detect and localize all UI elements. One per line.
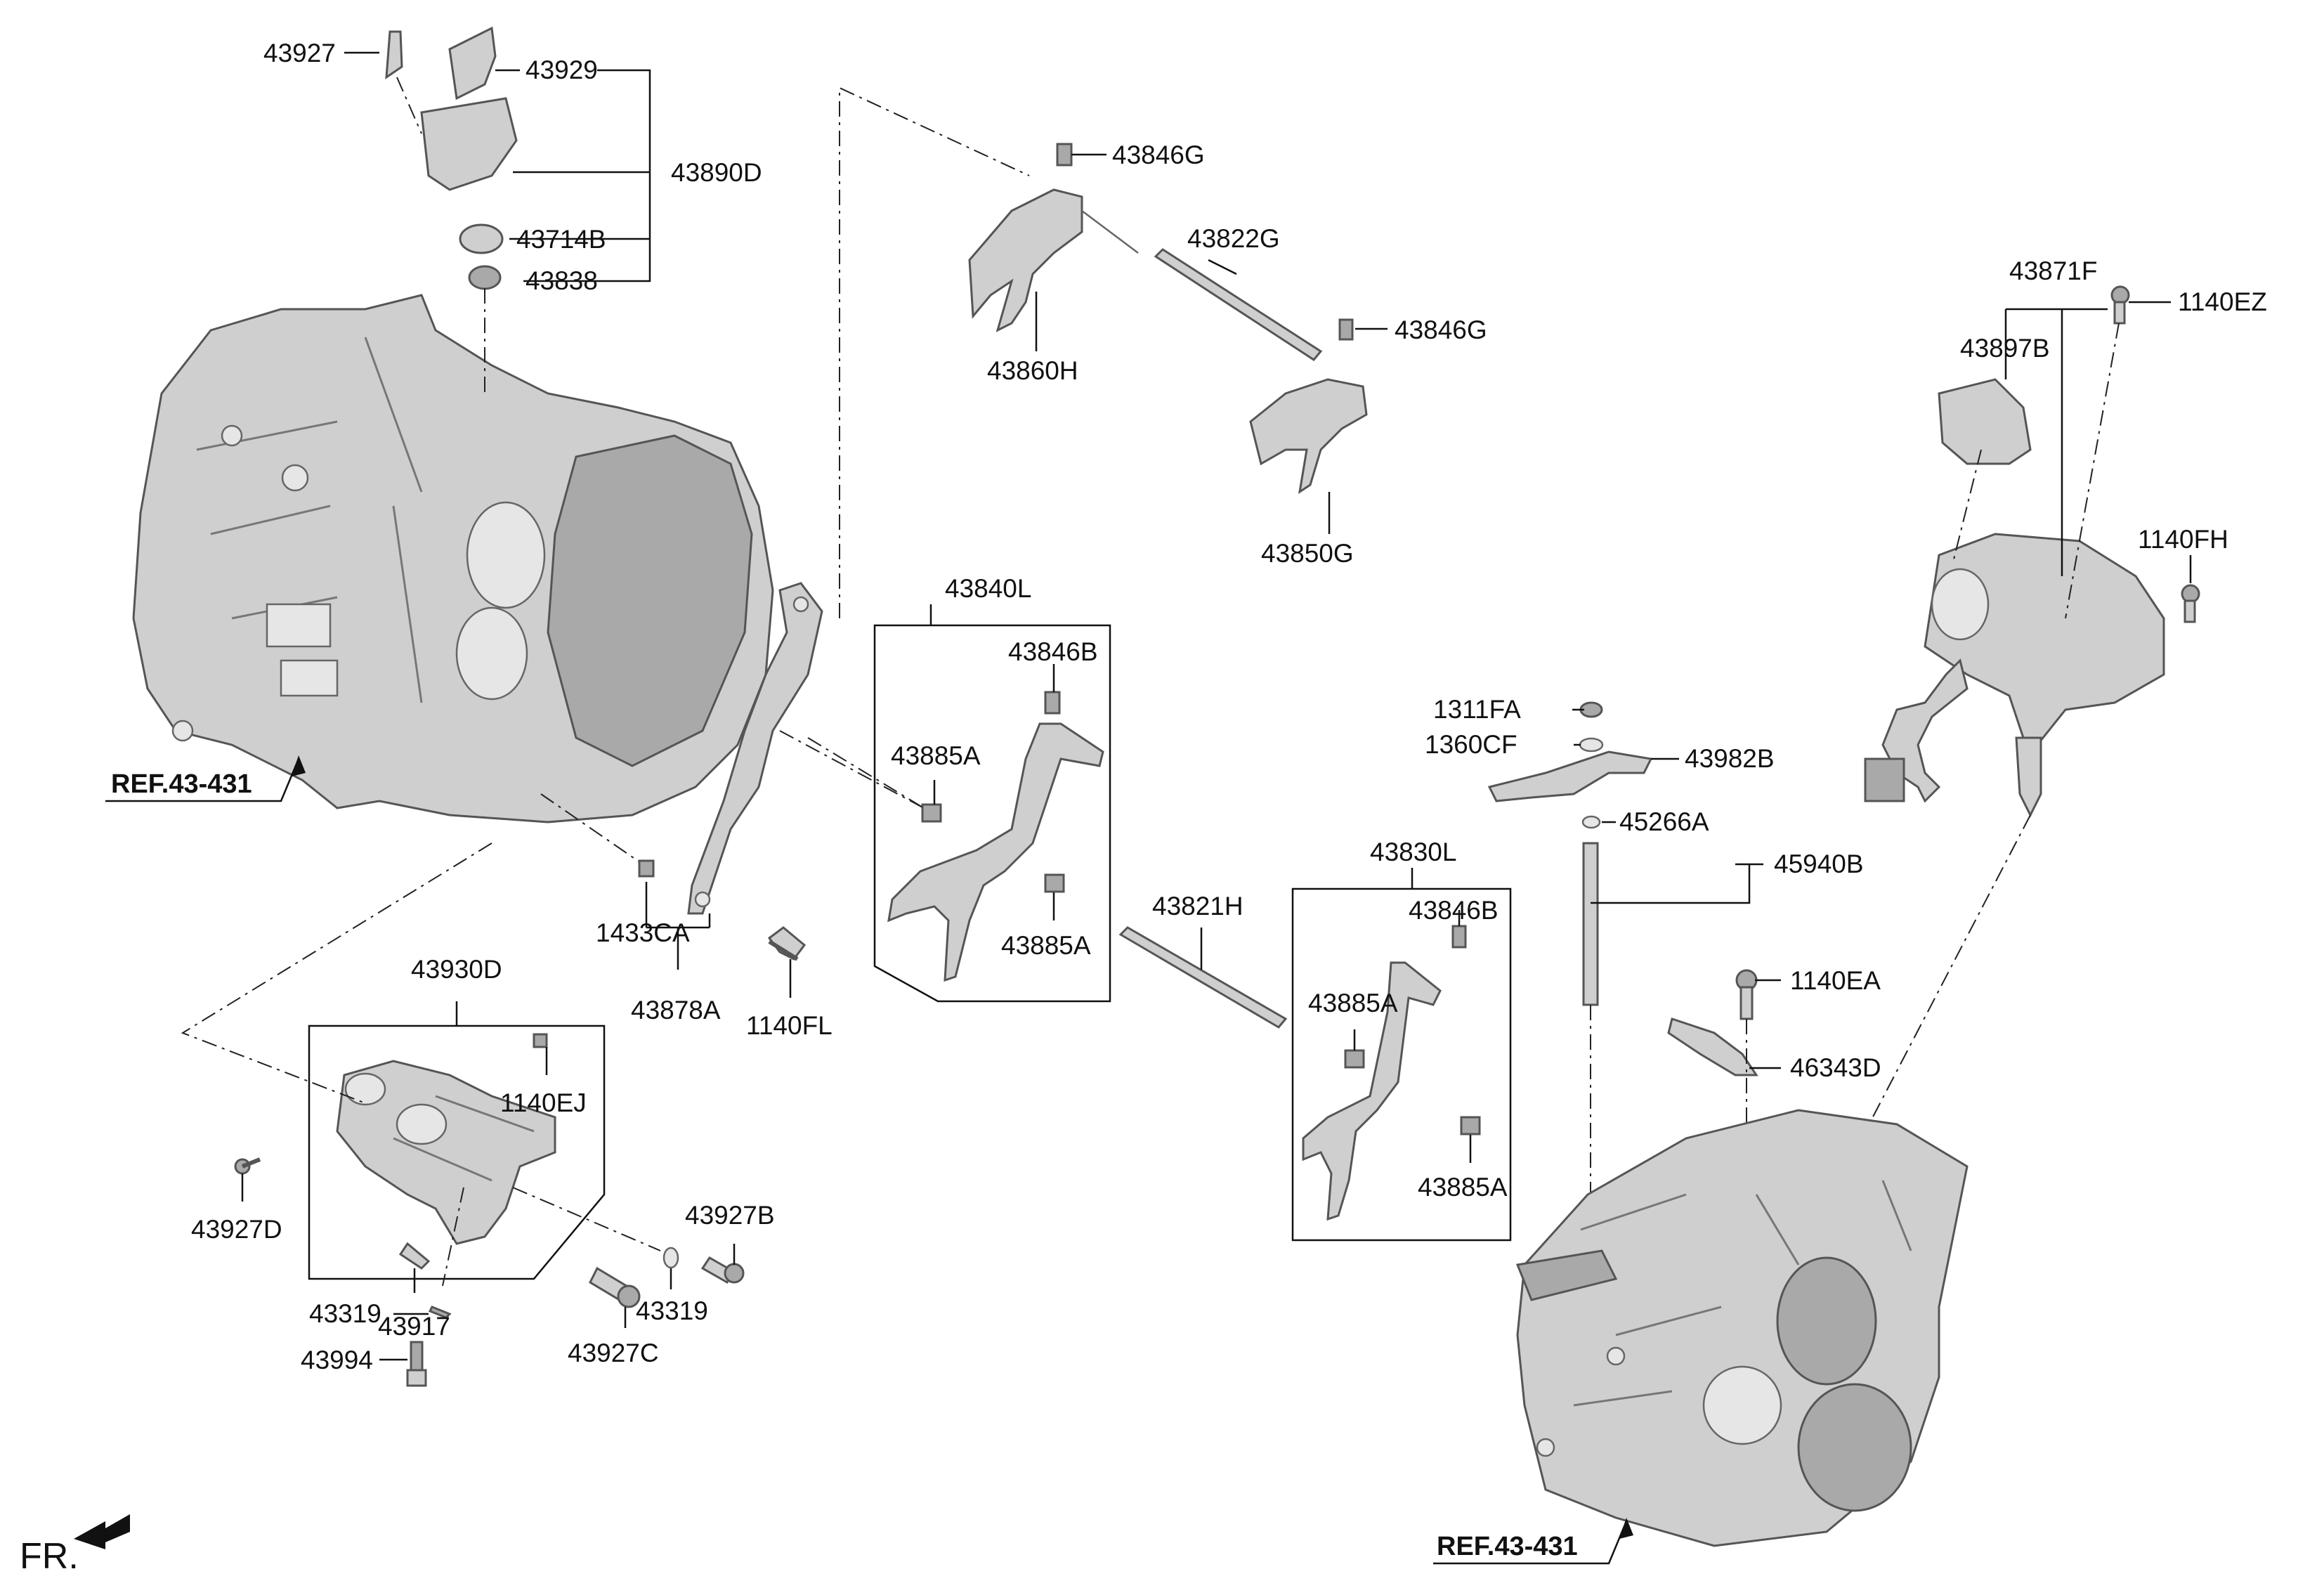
box-43830L [1291,887,1512,1242]
bolt-43917 [398,1242,431,1270]
label-43897B: 43897B [1960,334,2050,363]
transaxle-case-left [132,294,774,824]
label-1433CA: 1433CA [596,918,690,947]
shift-fork-43840L [887,691,1104,982]
reference-label-left: REF.43-431 [111,769,252,799]
part-labels: 43927 43929 43890D 43714B 43838 43846G 4… [20,39,2267,1577]
label-43930D: 43930D [411,955,502,984]
label-1140EZ: 1140EZ [2178,287,2267,316]
label-1140FH: 1140FH [2138,525,2228,554]
actuator-43871F [1864,533,2165,818]
oring-45266A [1581,815,1601,829]
bolt-1140FL [767,926,807,961]
label-1140EJ: 1140EJ [500,1088,587,1117]
shift-fork-43860H [968,143,1139,332]
bolt-1140EA [1735,969,1758,1020]
label-43885A-1: 43885A [891,741,981,770]
lever-43982B [1487,750,1653,802]
label-1140FL: 1140FL [746,1011,833,1040]
leader-lines [241,51,2192,1361]
ref-arrow-left-icon [105,755,306,802]
shift-rail-43821H [1118,926,1288,1029]
bolt-43927D [234,1157,261,1175]
bolt-1140FH [2181,584,2200,623]
label-43850G: 43850G [1261,539,1354,568]
box-43840L [873,624,1111,1003]
label-43830L: 43830L [1370,838,1456,866]
label-43878A: 43878A [631,996,721,1024]
label-43890D: 43890D [671,158,762,187]
transaxle-case-right [1515,1109,1969,1547]
label-43846G-top: 43846G [1112,141,1205,169]
front-direction-label: FR. [20,1536,79,1577]
bolt-43927B [700,1256,745,1284]
shaft-45940B [1582,842,1599,1006]
pin-43319 [428,1306,452,1319]
label-43994: 43994 [301,1346,373,1374]
label-43860H: 43860H [987,356,1078,385]
label-43822G: 43822G [1187,224,1280,253]
shift-mechanism-43930D [336,1033,556,1245]
label-43871F: 43871F [2009,256,2098,285]
bracket-46343D [1667,1017,1758,1076]
label-43885A-2: 43885A [1001,931,1091,960]
label-43929: 43929 [525,56,598,84]
connector-43897B [1938,378,2032,465]
label-45266A: 45266A [1619,807,1709,836]
label-43846B-lower: 43846B [1409,896,1499,925]
bolt-43994 [406,1341,427,1387]
bolt-1140EZ [2110,285,2130,325]
part-1433CA [638,859,655,878]
washer-43319 [662,1247,679,1269]
label-1311FA: 1311FA [1433,695,1521,724]
ref-arrow-right-icon [1433,1518,1633,1565]
label-43821H: 43821H [1152,892,1243,920]
label-43846G-lower: 43846G [1395,315,1487,344]
bracket-stack-43890D [385,26,518,393]
box-43930D [308,1024,606,1280]
label-43846B-upper: 43846B [1008,637,1098,666]
label-43927B: 43927B [685,1201,775,1230]
washer-1360CF [1579,737,1604,753]
label-43840L: 43840L [945,574,1031,603]
shift-rail-43822G [1154,248,1323,361]
label-43838: 43838 [525,266,598,295]
label-43927: 43927 [263,39,336,67]
label-43927C: 43927C [568,1339,659,1367]
label-43885A-4: 43885A [1418,1173,1508,1202]
front-direction-arrow-icon [74,1514,130,1549]
reference-label-right: REF.43-431 [1437,1532,1578,1561]
label-1360CF: 1360CF [1425,730,1517,759]
label-1140EA: 1140EA [1790,966,1881,995]
label-43917: 43917 [378,1312,450,1341]
label-45940B: 45940B [1774,850,1864,878]
label-43714B: 43714B [516,225,606,254]
label-43319-left: 43319 [309,1299,381,1328]
label-43319-right: 43319 [636,1296,708,1325]
label-43927D: 43927D [191,1215,282,1244]
label-43982B: 43982B [1685,744,1775,773]
bolt-43927C [589,1266,641,1308]
shift-fork-43850G [1249,318,1368,495]
bracket-43878A [687,582,823,915]
label-43885A-3: 43885A [1308,989,1398,1017]
label-46343D: 46343D [1790,1053,1881,1082]
